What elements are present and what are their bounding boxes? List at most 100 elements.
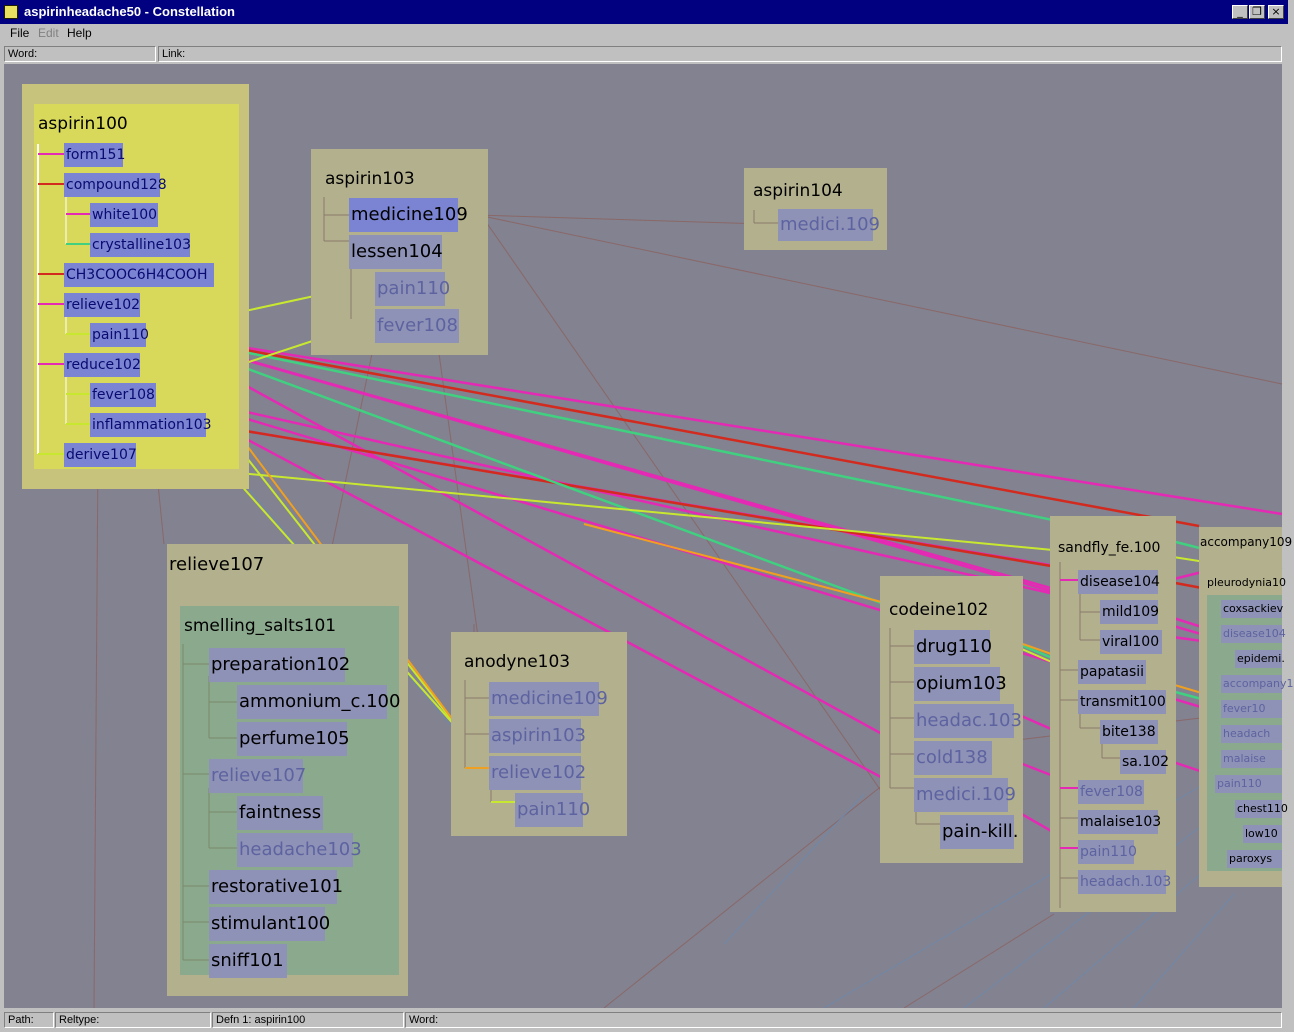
node-malaise-accompany[interactable]: malaise — [1221, 750, 1282, 768]
node-headach-accompany[interactable]: headach — [1221, 725, 1282, 743]
node-disease104-accompany[interactable]: disease104 — [1221, 625, 1286, 643]
node-headache103[interactable]: headache103 — [237, 833, 362, 867]
node-fever108[interactable]: fever108 — [90, 383, 156, 407]
status-reltype: Reltype: — [55, 1012, 211, 1028]
title-bar: aspirinheadache50 - Constellation _ ❐ × — [0, 0, 1288, 24]
node-medici109-codeine[interactable]: medici.109 — [914, 778, 1016, 812]
node-perfume105[interactable]: perfume105 — [237, 722, 350, 756]
menu-help[interactable]: Help — [67, 26, 92, 40]
status-path: Path: — [4, 1012, 54, 1028]
node-fever108-a103[interactable]: fever108 — [375, 309, 459, 343]
status-word: Word: — [405, 1012, 1282, 1028]
node-pain110-a103[interactable]: pain110 — [375, 272, 450, 306]
aspirin100-connector-lines — [37, 144, 90, 455]
box-title-aspirin103[interactable]: aspirin103 — [325, 169, 415, 189]
node-headach103-sandfly[interactable]: headach.103 — [1078, 870, 1171, 894]
node-pain110-anodyne[interactable]: pain110 — [515, 793, 590, 827]
box-title-relieve107[interactable]: relieve107 — [169, 554, 265, 575]
node-fever10[interactable]: fever10 — [1221, 700, 1282, 718]
word-field[interactable]: Word: — [4, 46, 156, 62]
box-title-smelling-salts101[interactable]: smelling_salts101 — [184, 616, 337, 636]
node-disease104-sandfly[interactable]: disease104 — [1078, 570, 1160, 594]
node-stimulant100[interactable]: stimulant100 — [209, 907, 330, 941]
minimize-icon[interactable]: _ — [1232, 5, 1248, 19]
node-headac103[interactable]: headac.103 — [914, 704, 1022, 738]
close-icon[interactable]: × — [1268, 5, 1284, 19]
window-title: aspirinheadache50 - Constellation — [24, 4, 235, 19]
node-ch3cooc6h4cooh[interactable]: CH3COOC6H4COOH — [64, 263, 214, 287]
node-lessen104[interactable]: lessen104 — [349, 235, 443, 269]
box-title-aspirin100[interactable]: aspirin100 — [38, 114, 128, 134]
node-form151[interactable]: form151 — [64, 143, 125, 167]
sandfly-box[interactable]: sandfly_fe.100 disease104 mild109 viral1… — [1050, 516, 1176, 912]
node-sa102[interactable]: sa.102 — [1120, 750, 1169, 774]
link-field[interactable]: Link: — [158, 46, 1282, 62]
constellation-canvas[interactable]: aspirin100 form151 compound128 white100 … — [4, 64, 1294, 1009]
node-fever108-sandfly[interactable]: fever108 — [1078, 780, 1144, 804]
box-title-accompany[interactable]: accompany109 — [1200, 535, 1293, 549]
relieve107-box[interactable]: relieve107 smelling_salts101 preparation… — [167, 544, 408, 996]
node-transmit100[interactable]: transmit100 — [1078, 690, 1166, 714]
node-low10[interactable]: low10 — [1243, 825, 1282, 843]
status-bar: Path: Reltype: Defn 1: aspirin100 Word: — [0, 1008, 1288, 1032]
anodyne103-connector-lines — [464, 680, 515, 803]
box-title-anodyne103[interactable]: anodyne103 — [464, 652, 571, 672]
aspirin104-connector-lines — [753, 210, 778, 224]
node-bite138[interactable]: bite138 — [1100, 720, 1158, 744]
relieve107-connector-lines — [182, 644, 237, 961]
box-title-codeine102[interactable]: codeine102 — [889, 600, 989, 620]
node-derive107[interactable]: derive107 — [64, 443, 137, 467]
box-title-sandfly[interactable]: sandfly_fe.100 — [1058, 540, 1161, 556]
menu-bar: File Edit Help — [0, 24, 1288, 44]
status-definition: Defn 1: aspirin100 — [212, 1012, 404, 1028]
node-pleurodynia[interactable]: pleurodynia10 — [1205, 575, 1287, 591]
menu-edit[interactable]: Edit — [38, 26, 59, 40]
node-relieve102-anodyne[interactable]: relieve102 — [489, 756, 586, 790]
node-ammonium-c100[interactable]: ammonium_c.100 — [237, 685, 400, 719]
node-mild109[interactable]: mild109 — [1100, 600, 1159, 624]
node-viral100[interactable]: viral100 — [1100, 630, 1162, 654]
node-epidemi[interactable]: epidemi. — [1235, 650, 1285, 668]
node-reduce102[interactable]: reduce102 — [64, 353, 141, 377]
node-restorative101[interactable]: restorative101 — [209, 870, 343, 904]
restore-icon[interactable]: ❐ — [1249, 5, 1265, 19]
node-medicine109[interactable]: medicine109 — [349, 198, 468, 232]
menu-file[interactable]: File — [10, 26, 30, 40]
node-pain110-accompany[interactable]: pain110 — [1215, 775, 1282, 793]
node-white100[interactable]: white100 — [90, 203, 158, 227]
node-pain-kill[interactable]: pain-kill. — [940, 815, 1019, 849]
node-accompany-inner[interactable]: accompany1 — [1221, 675, 1294, 693]
sandfly-connector-lines — [1059, 562, 1120, 908]
node-coxsackie[interactable]: coxsackiev — [1221, 600, 1283, 618]
node-pain110[interactable]: pain110 — [90, 323, 149, 347]
aspirin104-box[interactable]: aspirin104 medici.109 — [744, 168, 887, 250]
aspirin103-box[interactable]: aspirin103 medicine109 lessen104 pain110… — [311, 149, 488, 355]
node-compound128[interactable]: compound128 — [64, 173, 167, 197]
node-sniff101[interactable]: sniff101 — [209, 944, 287, 978]
node-malaise103[interactable]: malaise103 — [1078, 810, 1161, 834]
box-title-aspirin104[interactable]: aspirin104 — [753, 181, 843, 201]
node-aspirin103-anodyne[interactable]: aspirin103 — [489, 719, 586, 753]
node-inflammation103[interactable]: inflammation103 — [90, 413, 212, 437]
node-relieve102[interactable]: relieve102 — [64, 293, 140, 317]
field-bar: Word: Link: — [0, 44, 1288, 64]
node-pain110-sandfly[interactable]: pain110 — [1078, 840, 1137, 864]
accompany-box[interactable]: accompany109 pleurodynia10 coxsackiev di… — [1199, 527, 1294, 887]
node-opium103[interactable]: opium103 — [914, 667, 1007, 701]
node-crystalline103[interactable]: crystalline103 — [90, 233, 191, 257]
constellation-app-icon[interactable] — [4, 5, 18, 19]
node-relieve107-inner[interactable]: relieve107 — [209, 759, 306, 793]
node-paroxys[interactable]: paroxys — [1227, 850, 1282, 868]
aspirin103-connector-lines — [323, 197, 352, 319]
node-cold138[interactable]: cold138 — [914, 741, 992, 775]
node-faintness[interactable]: faintness — [237, 796, 323, 830]
anodyne103-box[interactable]: anodyne103 medicine109 aspirin103 reliev… — [451, 632, 627, 836]
node-drug110[interactable]: drug110 — [914, 630, 992, 664]
node-medicine109-anodyne[interactable]: medicine109 — [489, 682, 608, 716]
node-preparation102[interactable]: preparation102 — [209, 648, 350, 682]
node-medici109-a104[interactable]: medici.109 — [778, 209, 880, 241]
codeine102-box[interactable]: codeine102 drug110 opium103 headac.103 c… — [880, 576, 1023, 863]
node-papatasii[interactable]: papatasii — [1078, 660, 1146, 684]
aspirin100-box[interactable]: aspirin100 form151 compound128 white100 … — [22, 84, 249, 489]
node-chest110[interactable]: chest110 — [1235, 800, 1288, 818]
